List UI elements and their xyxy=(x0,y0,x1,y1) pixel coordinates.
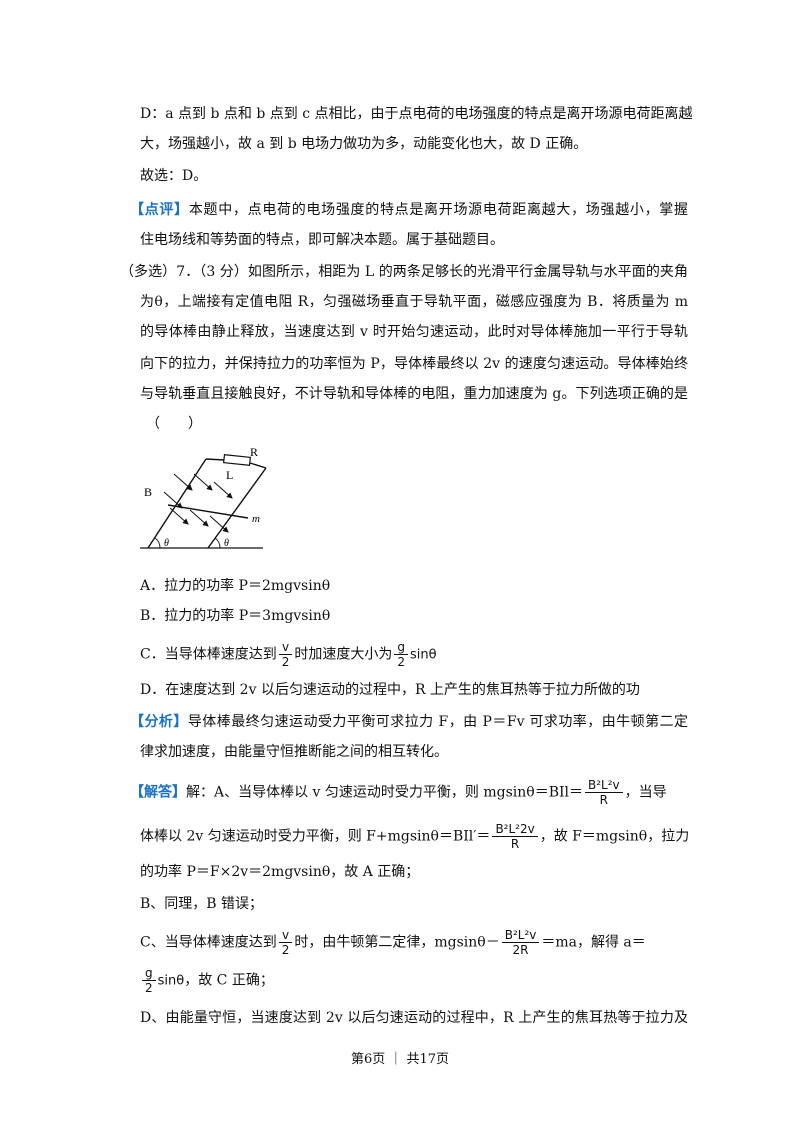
text-line: D、由能量守恒，当速度达到 2v 以后匀速运动的过程中，R 上产生的焦耳热等于拉… xyxy=(140,1010,688,1026)
text-line: B、同理，B 错误； xyxy=(140,896,264,912)
field-arrow xyxy=(209,515,229,533)
field-arrow xyxy=(173,473,193,491)
field-arrow xyxy=(193,473,213,491)
label-R: R xyxy=(250,446,258,459)
label-theta: θ xyxy=(224,538,229,549)
analysis-tag: 【分析】 xyxy=(130,714,188,730)
field-arrow xyxy=(189,509,209,527)
angle-arc xyxy=(154,537,161,549)
text-line: 的功率 P＝F×2v＝2mgvsinθ，故 A 正确； xyxy=(140,864,420,880)
question-line: 向下的拉力，并保持拉力的功率恒为 P，导体棒最终以 2v 的速度匀速运动。导体棒… xyxy=(140,356,688,372)
resistor xyxy=(222,454,252,466)
question-line: 与导轨垂直且接触良好，不计导轨和导体棒的电阻，重力加速度为 g。下列选项正确的是 xyxy=(140,386,688,402)
incline-rail-figure: R L B m θ θ xyxy=(140,446,267,549)
review-line: 【点评】本题中，点电荷的电场强度的特点是离开场源电荷距离越大，场强越小，掌握 xyxy=(130,202,688,218)
text-line: 大，场强越小，故 a 到 b 电场力做功为多，动能变化也大，故 D 正确。 xyxy=(140,136,588,152)
text-line: 住电场线和等势面的特点，即可解决本题。属于基础题目。 xyxy=(140,232,504,248)
text-line: 律求加速度，由能量守恒推断能之间的相互转化。 xyxy=(140,744,448,760)
field-arrow xyxy=(169,507,189,525)
text-line: 故选：D。 xyxy=(140,168,208,184)
label-L: L xyxy=(226,468,233,482)
top-bar xyxy=(205,458,225,461)
label-m: m xyxy=(252,513,260,525)
conductor-rod xyxy=(167,504,249,519)
label-B: B xyxy=(144,485,152,499)
option-b: B．拉力的功率 P＝3mgvsinθ xyxy=(140,608,331,624)
text-line: D：a 点到 b 点和 b 点到 c 点相比，由于点电荷的电场强度的特点是离开场… xyxy=(140,106,693,122)
top-bar xyxy=(249,462,267,469)
option-d: D．在速度达到 2v 以后匀速运动的过程中，R 上产生的焦耳热等于拉力所做的功 xyxy=(140,682,640,698)
question-line: 为θ，上端接有定值电阻 R，匀强磁场垂直于导轨平面，磁感应强度为 B．将质量为 … xyxy=(140,294,688,310)
analysis-line: 【分析】导体棒最终匀速运动受力平衡可求拉力 F，由 P＝Fv 可求功率，由牛顿第… xyxy=(130,714,689,730)
field-arrow xyxy=(163,491,183,509)
option-a: A．拉力的功率 P＝2mgvsinθ xyxy=(140,578,331,594)
page-footer: 第6页 ｜ 共17页 xyxy=(350,1052,450,1067)
solution-line: 【解答】解：A、当导体棒以 v 匀速运动时受力平衡，则 mgsinθ＝BIl＝B… xyxy=(130,778,667,807)
field-arrow xyxy=(213,481,233,499)
question-line: 的导体棒由静止释放，当速度达到 v 时开始匀速运动，此时对导体棒施加一平行于导轨 xyxy=(140,324,688,340)
question-line: （ ） xyxy=(146,416,202,432)
label-theta: θ xyxy=(164,538,169,549)
review-tag: 【点评】 xyxy=(130,202,189,218)
rail-right xyxy=(207,467,267,549)
question-line: （多选）7．（3 分）如图所示，相距为 L 的两条足够长的光滑平行金属导轨与水平… xyxy=(120,264,688,280)
angle-arc xyxy=(214,537,221,549)
solution-tag: 【解答】 xyxy=(130,784,186,801)
